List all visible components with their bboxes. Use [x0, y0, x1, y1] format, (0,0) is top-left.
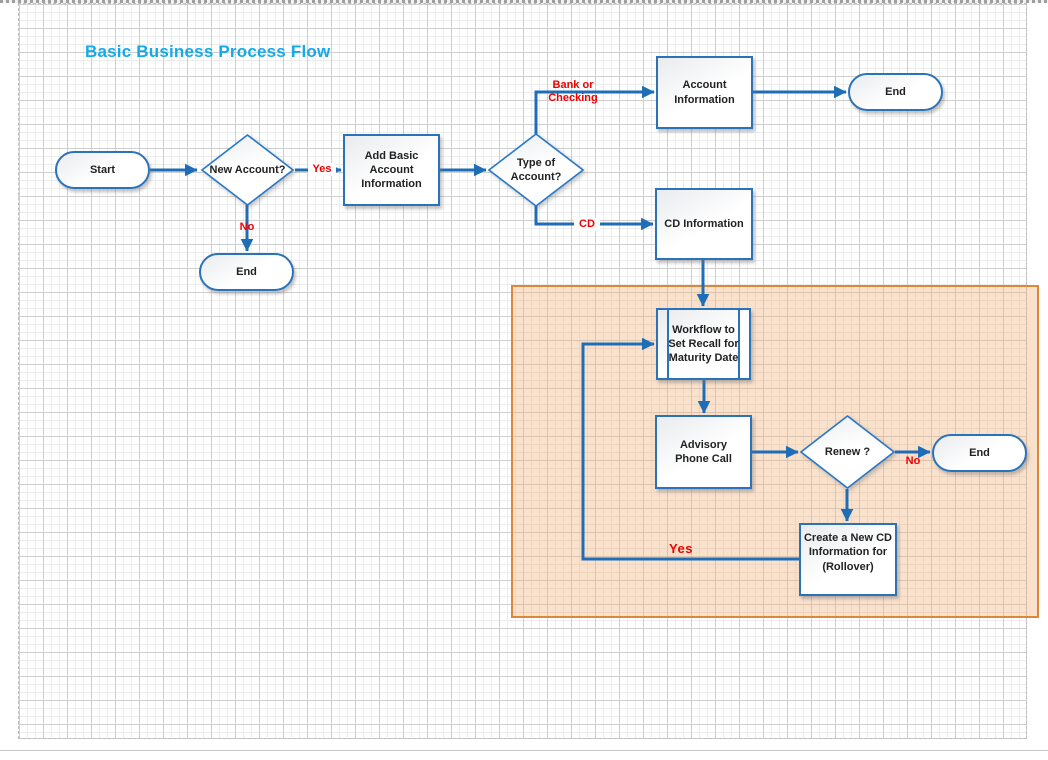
node-renew-decision[interactable]: Renew ? [800, 415, 895, 489]
edge-label-yes-new-account[interactable]: Yes [308, 163, 336, 177]
edge-label-no-new-account[interactable]: No [239, 221, 255, 233]
node-advisory-phone-call[interactable]: Advisory Phone Call [655, 415, 752, 489]
node-workflow-set-recall[interactable]: Workflow to Set Recall for Maturity Date [656, 308, 751, 380]
edge-label-cd[interactable]: CD [574, 218, 600, 232]
node-end-renew[interactable]: End [932, 434, 1027, 472]
node-new-account-decision[interactable]: New Account? [201, 134, 294, 206]
window-bottom-rule [0, 750, 1048, 751]
edge-label-no-renew[interactable]: No [905, 455, 921, 467]
page-title: Basic Business Process Flow [85, 42, 331, 61]
diamond-shape [800, 415, 895, 489]
node-start[interactable]: Start [55, 151, 150, 189]
node-account-information[interactable]: Account Information [656, 56, 753, 129]
node-create-new-cd[interactable]: Create a New CD Information for (Rollove… [799, 523, 897, 596]
node-end-no-account[interactable]: End [199, 253, 294, 291]
edge-label-bank-or-checking[interactable]: Bank or Checking [548, 79, 598, 105]
edge-label-yes-renew[interactable]: Yes [669, 541, 693, 556]
page-top-edge [0, 0, 1048, 3]
node-add-basic-account-information[interactable]: Add Basic Account Information [343, 134, 440, 206]
node-type-of-account-decision[interactable]: Type of Account? [488, 133, 584, 207]
drawing-page-grid [18, 3, 1027, 739]
node-end-top[interactable]: End [848, 73, 943, 111]
node-cd-information[interactable]: CD Information [655, 188, 753, 260]
